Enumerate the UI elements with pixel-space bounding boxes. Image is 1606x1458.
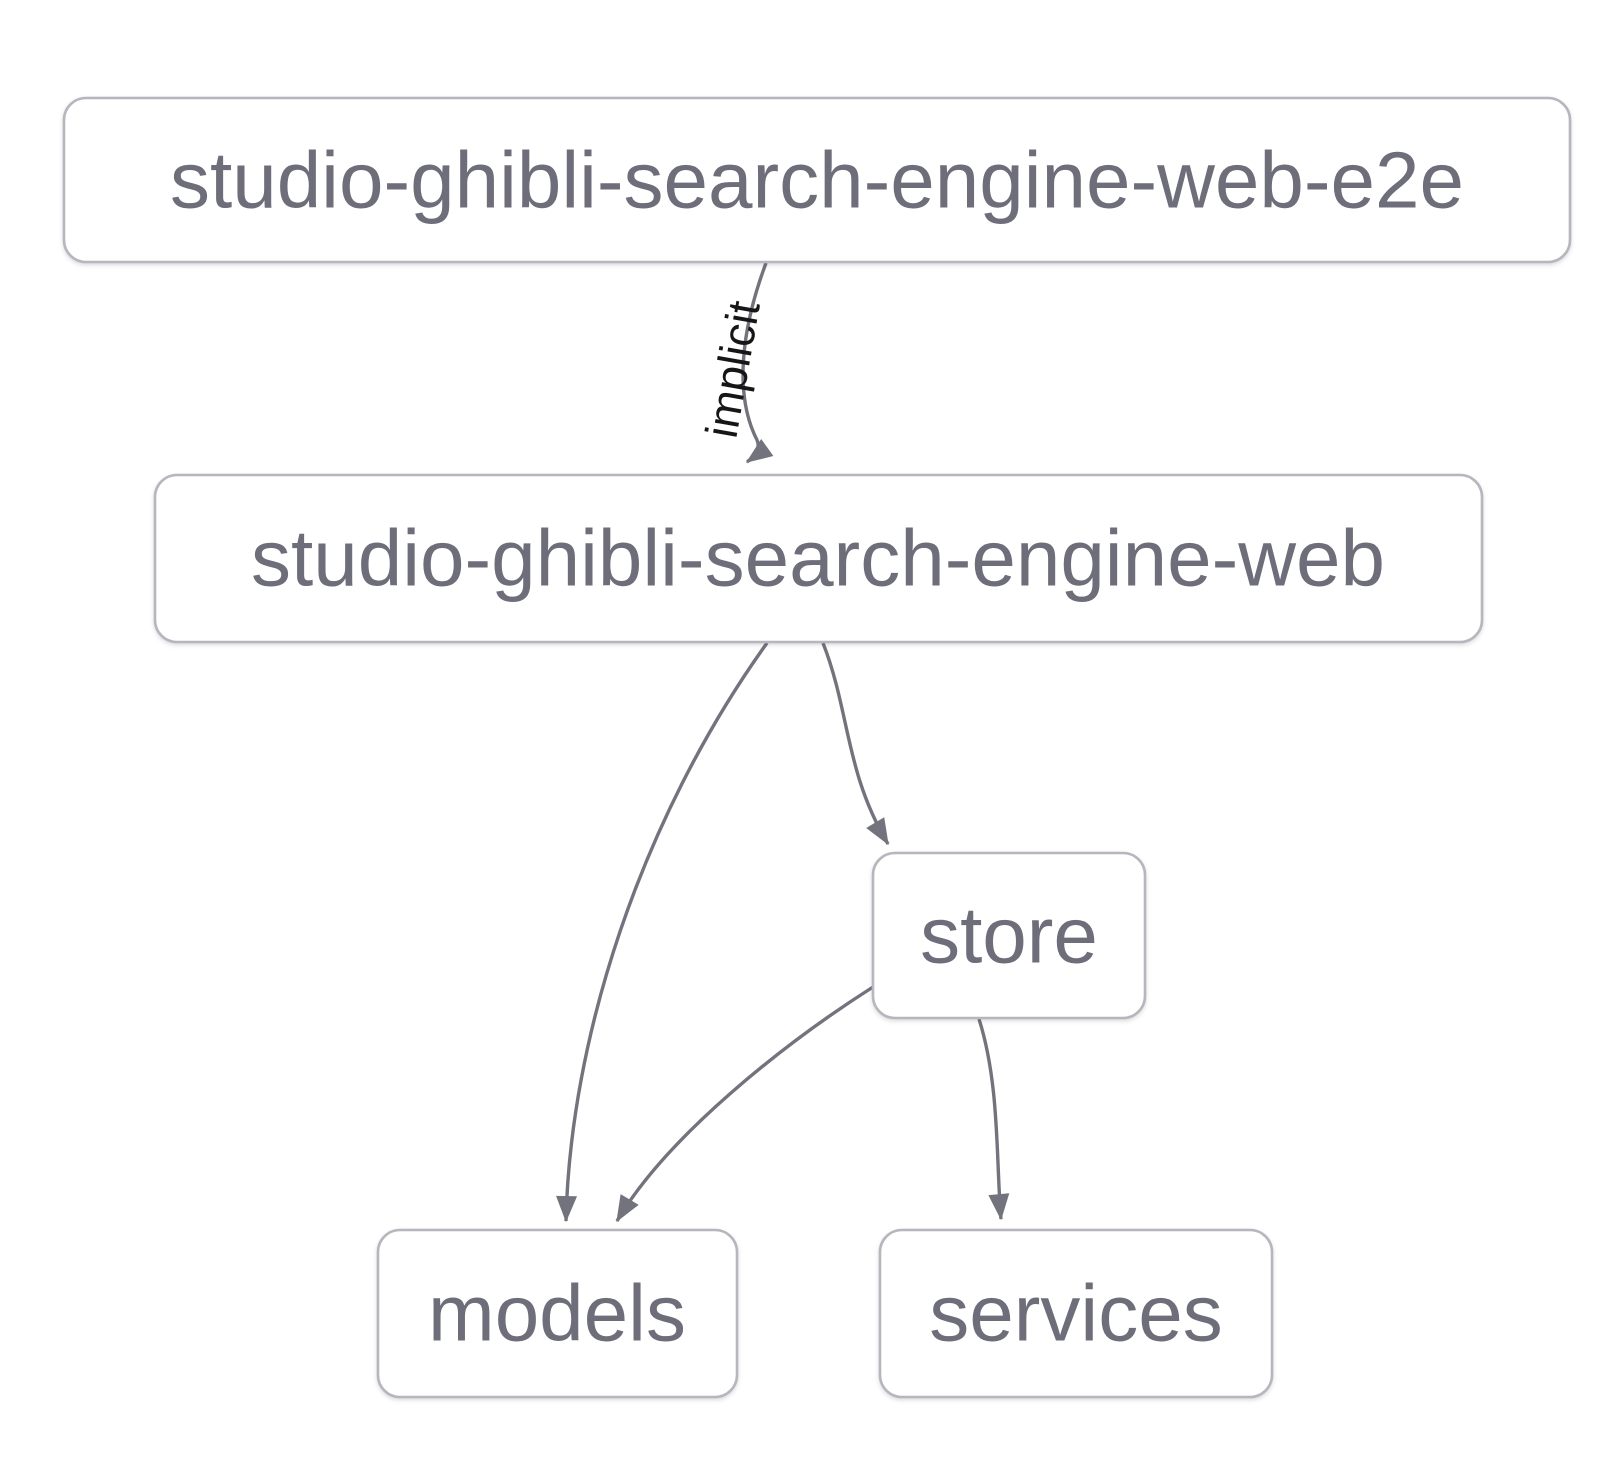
node-label-models: models xyxy=(428,1269,686,1358)
node-store[interactable]: store xyxy=(871,851,1147,1020)
node-studio-ghibli-search-engine-web[interactable]: studio-ghibli-search-engine-web xyxy=(153,473,1484,644)
node-box-models[interactable] xyxy=(376,1228,739,1399)
node-label-services: services xyxy=(929,1269,1222,1358)
edge-group: implicit xyxy=(556,262,1010,1223)
edge-label-implicit: implicit xyxy=(696,297,770,442)
edge-web-to-store xyxy=(821,642,890,846)
node-studio-ghibli-search-engine-web-e2e[interactable]: studio-ghibli-search-engine-web-e2e xyxy=(62,96,1572,264)
node-box-e2e[interactable] xyxy=(62,96,1572,264)
node-box-web[interactable] xyxy=(153,473,1484,644)
edge-store-to-services xyxy=(977,1018,1010,1221)
node-box-services[interactable] xyxy=(878,1228,1274,1399)
node-services[interactable]: services xyxy=(878,1228,1274,1399)
node-label-store: store xyxy=(920,891,1098,980)
node-models[interactable]: models xyxy=(376,1228,739,1399)
node-label-e2e: studio-ghibli-search-engine-web-e2e xyxy=(170,136,1464,225)
edge-web-to-models xyxy=(556,642,769,1223)
edge-e2e-to-web xyxy=(741,262,774,464)
node-box-store[interactable] xyxy=(871,851,1147,1020)
edge-store-to-models xyxy=(615,985,874,1223)
node-label-web: studio-ghibli-search-engine-web xyxy=(251,514,1385,603)
